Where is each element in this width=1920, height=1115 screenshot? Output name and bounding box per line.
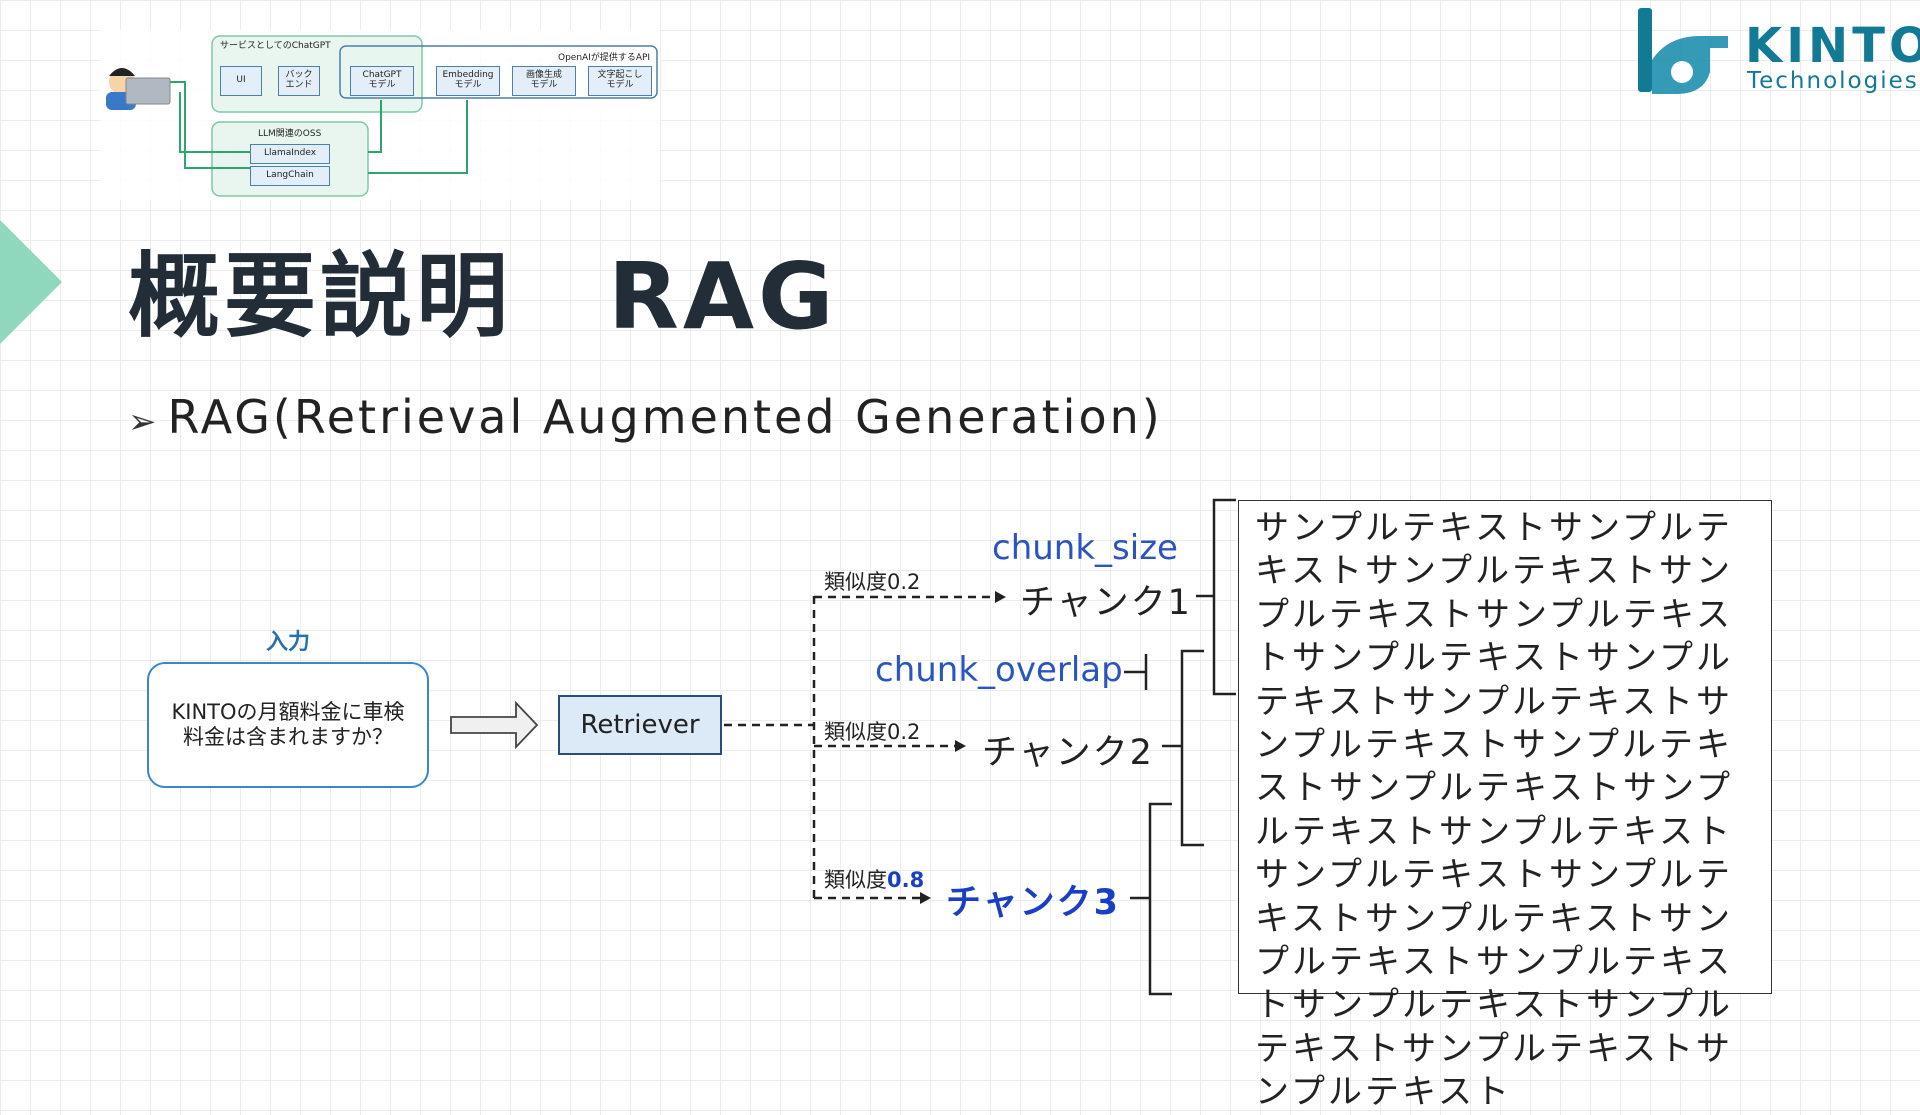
slide-subtitle: ➢RAG(Retrieval Augmented Generation) [128,390,1163,444]
mini-embedding-box: Embedding モデル [436,66,500,96]
mini-langchain-box: LangChain [250,166,330,186]
similarity-label-2: 類似度0.2 [824,720,921,744]
input-label: 入力 [266,630,311,655]
mini-api-group-label: OpenAIが提供するAPI [558,53,651,63]
retriever-box: Retriever [558,695,722,755]
mini-image-box: 画像生成 モデル [512,66,576,96]
subtitle-text: RAG(Retrieval Augmented Generation) [167,390,1163,444]
logo-name: KINTO [1745,18,1920,74]
input-to-retriever-arrow [450,700,539,750]
mini-speech-box: 文字起こし モデル [588,66,652,96]
chunk-size-label: chunk_size [992,528,1178,568]
chunk-3-label: チャンク3 [946,883,1121,923]
sample-text-document: サンプルテキストサンプルテキストサンプルテキストサンプルテキストサンプルテキスト… [1238,500,1772,1112]
mini-chatgpt-box: ChatGPT モデル [350,66,414,96]
mini-backend-box: バック エンド [278,66,320,96]
slide-title: 概要説明 RAG [128,243,838,350]
similarity-label-3: 類似度0.8 [824,868,925,892]
similarity-label-1: 類似度0.2 [824,570,921,594]
mini-architecture-diagram: サービスとしてのChatGPT OpenAIが提供するAPI LLM関連のOSS… [100,30,660,200]
chunk-overlap-label: chunk_overlap [875,650,1123,690]
logo-subtitle: Technologies [1747,68,1919,94]
chunk-1-label: チャンク1 [1020,583,1192,623]
chunk-2-label: チャンク2 [982,733,1154,773]
mini-llamaindex-box: LlamaIndex [250,144,330,164]
input-query-box: KINTOの月額料金に車検料金は含まれますか？ [147,662,429,788]
accent-triangle [0,220,62,344]
mini-ui-box: UI [220,66,262,96]
mini-service-group-label: サービスとしてのChatGPT [220,41,331,51]
bullet-arrow-icon: ➢ [128,402,160,442]
mini-oss-group-label: LLM関連のOSS [258,129,322,139]
